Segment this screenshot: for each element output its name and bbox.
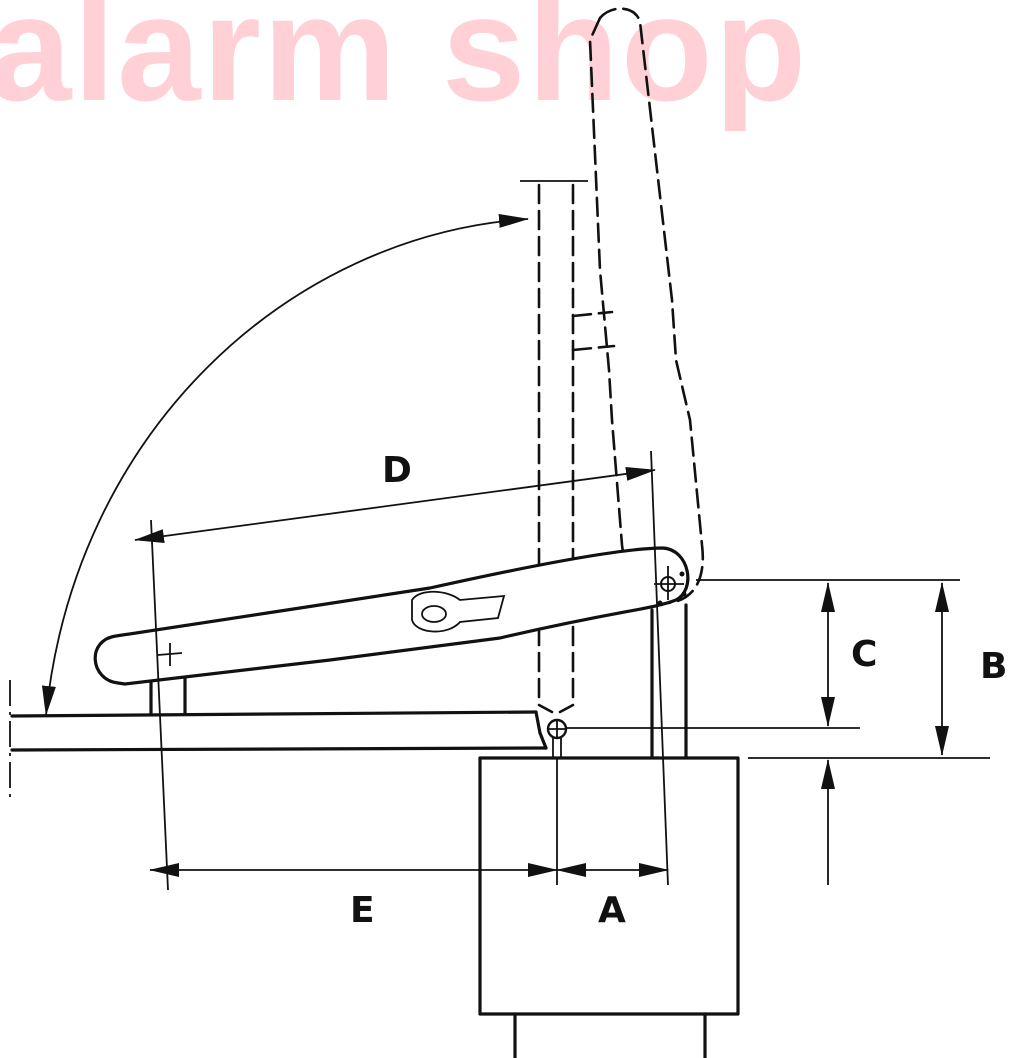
release-lock-icon	[411, 590, 506, 633]
opening-angle-arc	[41, 213, 529, 716]
dimension-e-label: E	[350, 890, 375, 931]
dimension-c-label: C	[851, 634, 877, 675]
gate-leaf-closed	[9, 680, 548, 800]
operator-arm-open	[588, 7, 705, 605]
dimension-d-label: D	[382, 450, 412, 491]
dimension-a-label: A	[598, 890, 626, 931]
operator-arm-closed	[93, 546, 690, 686]
pillar	[478, 756, 740, 1058]
dimension-d-line	[134, 466, 656, 544]
dimension-b-label: B	[980, 646, 1007, 687]
gate-hinge-icon	[546, 718, 568, 758]
pivot-icon	[654, 566, 687, 606]
watermark-logo: alarm shop	[0, 0, 808, 132]
arm-gate-pivot-mark	[157, 643, 183, 666]
operator-mounting-post	[650, 603, 688, 759]
